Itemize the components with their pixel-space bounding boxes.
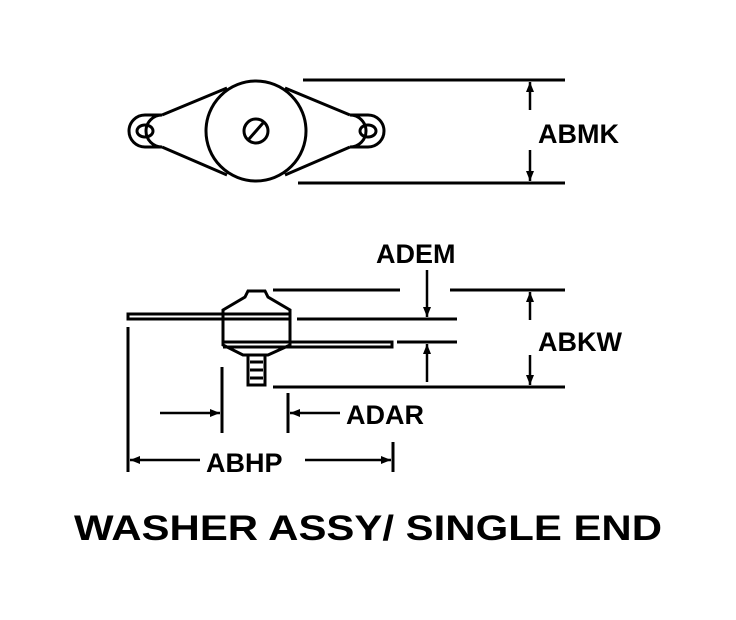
label-abkw: ABKW xyxy=(538,327,622,357)
screw-icon xyxy=(242,117,270,145)
label-abmk: ABMK xyxy=(538,119,619,149)
top-view-washer xyxy=(127,79,386,183)
label-abhp: ABHP xyxy=(206,448,283,478)
label-adem: ADEM xyxy=(376,239,456,269)
label-adar: ADAR xyxy=(346,400,424,430)
side-view-washer xyxy=(126,289,394,387)
drawing-title: WASHER ASSY/ SINGLE END xyxy=(74,509,662,548)
